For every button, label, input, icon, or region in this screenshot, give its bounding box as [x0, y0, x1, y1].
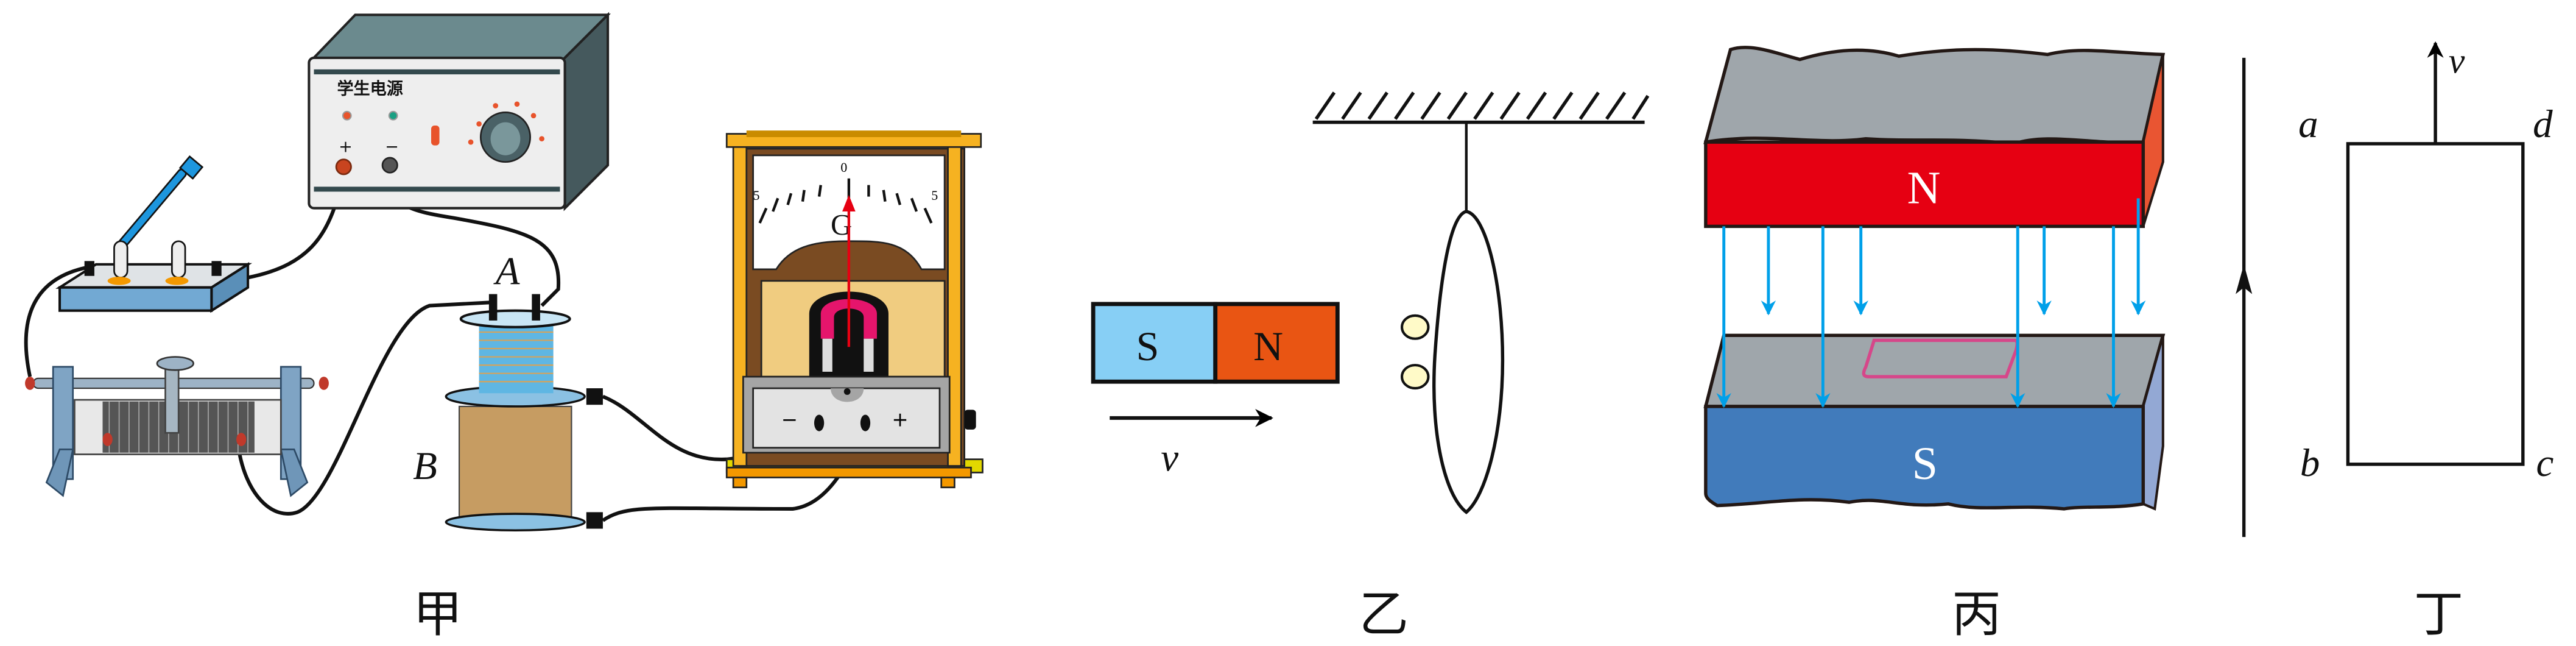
voltage-knob[interactable]	[468, 101, 544, 163]
figure-ding: v a d b c 丁	[2236, 40, 2554, 642]
power-supply-title: 学生电源	[337, 79, 403, 99]
positive-terminal[interactable]	[335, 158, 352, 176]
rheostat-slider[interactable]	[164, 366, 180, 434]
terminal-plus-label: +	[892, 408, 908, 431]
plus-label: +	[339, 137, 353, 156]
student-power-supply: 学生电源 + −	[308, 12, 611, 211]
corner-d-label: d	[2533, 102, 2553, 146]
corner-b-label: b	[2300, 441, 2320, 485]
red-indicator-light	[342, 110, 352, 121]
corner-a-label: a	[2298, 102, 2318, 146]
power-switch[interactable]	[431, 126, 440, 146]
lower-magnet-south: S	[1703, 333, 2166, 511]
galvanometer-plus-terminal[interactable]	[860, 414, 871, 431]
galvanometer: 5 0 5 G − +	[725, 130, 984, 489]
negative-terminal[interactable]	[381, 157, 398, 174]
caption-bing: 丙	[1952, 587, 2001, 642]
loop-velocity-label: v	[2449, 40, 2465, 80]
coil-a[interactable]	[459, 294, 571, 394]
south-pole-label: S	[1912, 438, 1938, 489]
scale-right-label: 5	[931, 188, 938, 203]
figure-jia: 学生电源 + −	[24, 12, 984, 642]
caption-jia: 甲	[413, 587, 462, 642]
north-pole-label: N	[1907, 162, 1941, 213]
terminal-minus-label: −	[781, 408, 798, 431]
ring-bead	[1401, 314, 1430, 340]
coil-assembly: A B	[413, 249, 603, 531]
bar-north-label: N	[1253, 324, 1283, 369]
figure-bing: N S 丙	[1703, 46, 2166, 642]
ceiling-support	[1312, 91, 1650, 124]
rectangular-loop[interactable]	[2346, 142, 2525, 466]
sliding-rheostat[interactable]	[25, 356, 329, 497]
caption-yi: 乙	[1359, 587, 1409, 642]
minus-label: −	[385, 137, 399, 156]
scale-left-label: 5	[753, 188, 760, 203]
magnetic-field-lines	[1716, 198, 2146, 408]
bar-south-label: S	[1136, 324, 1160, 369]
caption-ding: 丁	[2414, 587, 2463, 642]
corner-c-label: c	[2536, 441, 2554, 485]
current-direction-arrow	[2236, 264, 2253, 294]
green-indicator-light	[388, 110, 398, 121]
aluminum-ring[interactable]	[1432, 210, 1505, 514]
velocity-label: v	[1161, 436, 1178, 480]
upper-magnet-north: N	[1703, 46, 2166, 229]
knife-switch[interactable]	[55, 155, 253, 313]
bar-magnet[interactable]: S N	[1091, 302, 1340, 384]
coil-a-label: A	[493, 249, 520, 293]
scale-zero-label: 0	[840, 160, 847, 175]
figure-yi: S N v 乙	[1091, 91, 1650, 642]
coil-b-label: B	[413, 444, 437, 488]
ring-bead	[1401, 364, 1430, 390]
galvanometer-minus-terminal[interactable]	[814, 414, 825, 431]
